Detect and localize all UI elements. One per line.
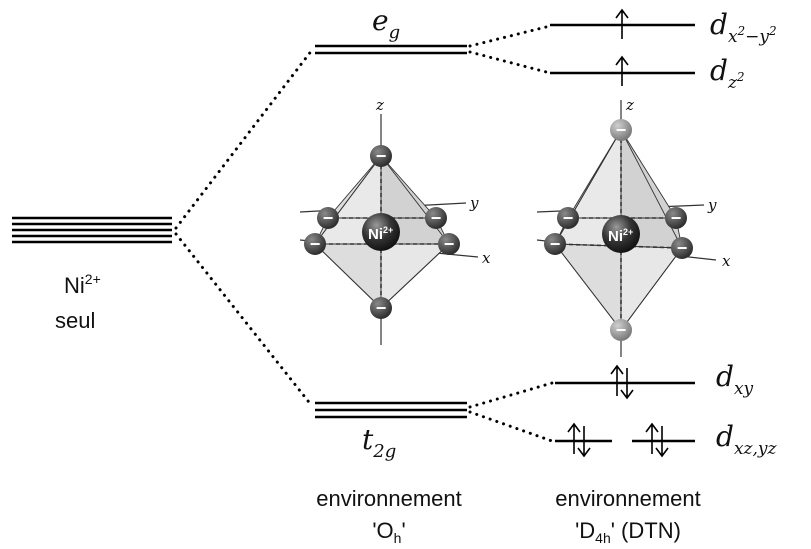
- svg-text:−: −: [616, 320, 627, 340]
- d4h-ligand-front-left: [544, 233, 566, 255]
- free-ion-levels: [12, 216, 172, 244]
- d4h-caption-line1: environnement: [555, 486, 701, 511]
- svg-text:−: −: [323, 208, 334, 228]
- dxzyz-label: dxz,yz: [716, 420, 777, 459]
- oh-ligand-back-right: [425, 207, 447, 229]
- oh-ligand-top: [370, 145, 392, 167]
- correlation-lines: [174, 24, 554, 443]
- dz2-label: dz2: [710, 54, 745, 93]
- svg-text:Ni2+: Ni2+: [368, 225, 393, 243]
- eg-label: eg: [372, 4, 400, 43]
- d4h-ligand-bottom: [610, 319, 632, 341]
- d4h-axis-x-label: x: [722, 252, 731, 270]
- svg-text:−: −: [431, 208, 442, 228]
- oh-caption-line2: 'Oh': [372, 518, 405, 546]
- oh-ligand-front-right: [438, 233, 460, 255]
- dx2y2-electron-up-arrow: [615, 8, 629, 39]
- d4h-ni-center: [602, 215, 640, 253]
- svg-text:−: −: [444, 234, 455, 254]
- d4h-axis-z-label: z: [625, 96, 634, 114]
- dxy-electron-pair-arrows: [610, 364, 634, 400]
- svg-text:−: −: [671, 208, 682, 228]
- t2g-level: [315, 401, 467, 419]
- svg-text:−: −: [677, 238, 688, 258]
- oh-octahedron: − − − − − − Ni2+ z y x: [299, 96, 491, 345]
- d4h-ligand-front-right: [671, 237, 693, 259]
- svg-text:Ni2+: Ni2+: [608, 227, 633, 245]
- d4h-ligand-back-right: [665, 207, 687, 229]
- dx2y2-label: dx2−y2: [710, 8, 777, 47]
- oh-axis-y-label: y: [469, 194, 479, 212]
- oh-axis-z-label: z: [375, 96, 384, 114]
- d4h-ligand-back-left: [557, 207, 579, 229]
- t2g-label: t2g: [362, 423, 396, 462]
- dxz-electron-pair-arrows: [567, 422, 591, 458]
- oh-axis-x-label: x: [482, 249, 491, 267]
- d4h-caption-line2: 'D4h' (DTN): [575, 518, 681, 546]
- d4h-axis-y-label: y: [707, 196, 717, 214]
- eg-level: [315, 44, 467, 55]
- dxy-label: dxy: [716, 360, 754, 399]
- d4h-octahedron: − − − − − − Ni2+ z y x: [536, 96, 731, 357]
- oh-ni-center: [362, 213, 400, 251]
- svg-text:−: −: [376, 146, 387, 166]
- d4h-ligand-top: [610, 119, 632, 141]
- oh-caption-line1: environnement: [316, 486, 462, 511]
- svg-text:−: −: [550, 234, 561, 254]
- oh-ligand-front-left: [304, 233, 326, 255]
- oh-ligand-bottom: [370, 297, 392, 319]
- free-ion-sublabel: seul: [55, 308, 95, 333]
- dz2-electron-up-arrow: [615, 55, 629, 86]
- svg-text:−: −: [376, 298, 387, 318]
- svg-text:−: −: [310, 234, 321, 254]
- free-ion-label: Ni2+: [64, 271, 101, 298]
- oh-ligand-back-left: [317, 207, 339, 229]
- svg-text:−: −: [563, 208, 574, 228]
- dyz-electron-pair-arrows: [645, 422, 669, 458]
- svg-text:−: −: [616, 120, 627, 140]
